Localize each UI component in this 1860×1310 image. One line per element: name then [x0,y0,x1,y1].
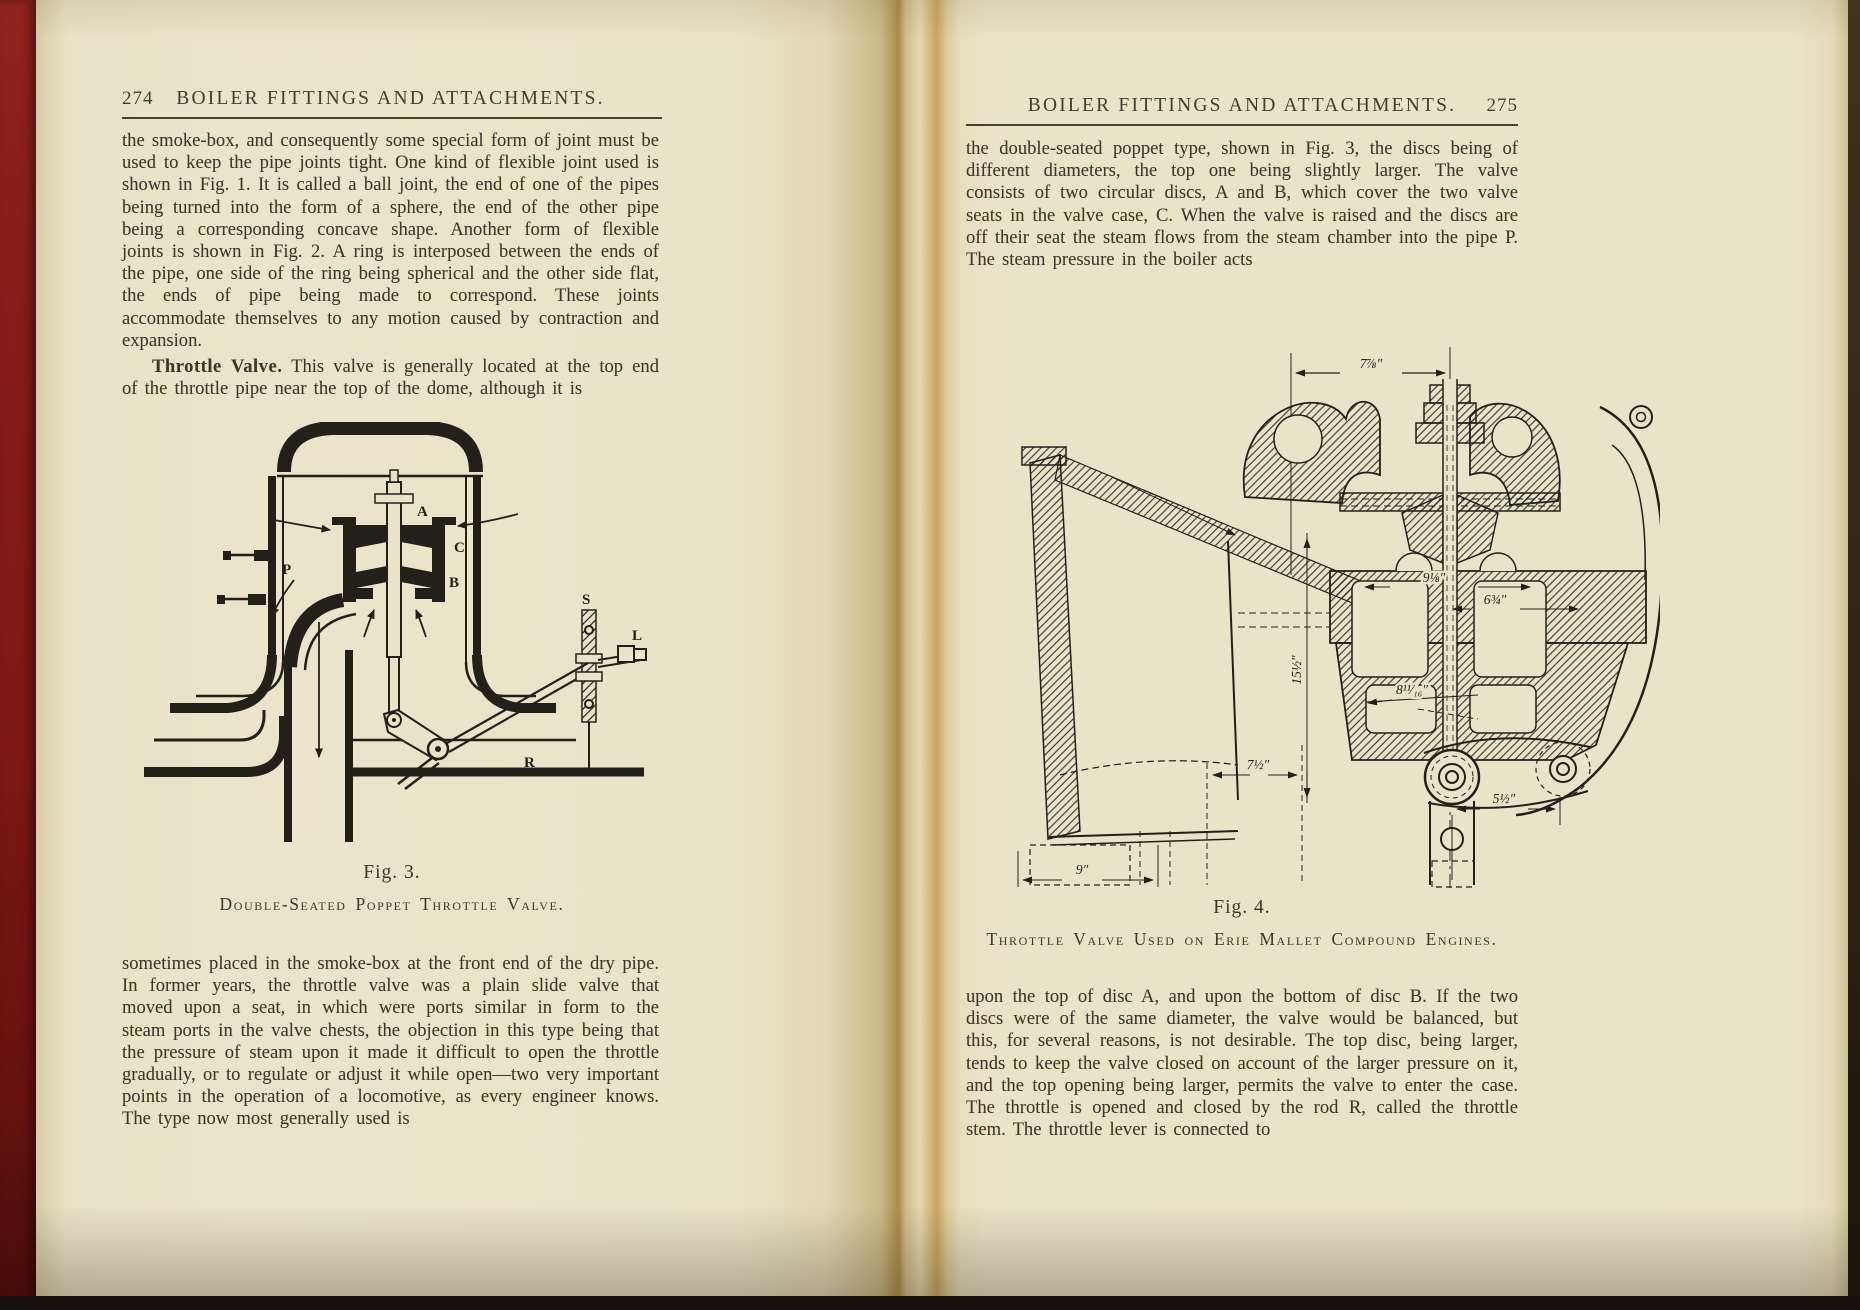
figure-4-title: Throttle Valve Used on Erie Mallet Compo… [986,929,1498,949]
left-page-number: 274 [122,88,154,109]
paragraph-text: This valve is generally located at the t… [122,356,659,400]
left-body-bottom: sometimes placed in the smoke-box at the… [122,953,659,1131]
right-page: BOILER FITTINGS AND ATTACHMENTS. 275 the… [930,0,1848,1296]
right-header-rule [966,124,1518,126]
fig4-dim-base-width: 9″ [1076,862,1089,877]
fig4-dim-case-width: 8¹¹⁄₁₆″ [1396,682,1428,697]
right-page-header: BOILER FITTINGS AND ATTACHMENTS. 275 [966,95,1518,117]
paragraph: sometimes placed in the smoke-box at the… [122,953,659,1130]
fig3-label-s: S [582,592,590,608]
figure-4-caption: Fig. 4. Throttle Valve Used on Erie Mall… [966,897,1518,950]
fig4-dim-lower-disc: 6¾″ [1484,592,1507,607]
fig4-dim-eye-spacing: 5½″ [1493,791,1516,806]
right-page-number: 275 [1486,95,1518,116]
right-body-bottom: upon the top of disc A, and upon the bot… [966,986,1518,1141]
fig3-label-p: P [282,562,291,578]
figure-4-illustration: 7⅞″ 9⅛″ 6¾″ 15½″ 8¹¹⁄₁₆″ 7½″ 5½″ 9″ [1000,345,1664,890]
book-cover-bottom-edge [0,1296,1860,1310]
figure-3-caption: Fig. 3. Double-Seated Poppet Throttle Va… [122,862,662,915]
figure-3-title: Double-Seated Poppet Throttle Valve. [219,894,565,914]
figure-3-number: Fig. 3. [363,862,421,883]
left-running-head: BOILER FITTINGS AND ATTACHMENTS. [176,88,605,109]
fig3-label-a: A [417,504,428,520]
book-cover-right-edge [1848,0,1860,1310]
left-body-top: the smoke-box, and consequently some spe… [122,130,659,400]
fig3-label-c: C [454,540,465,556]
right-running-head: BOILER FITTINGS AND ATTACHMENTS. [1027,95,1457,116]
fig3-label-b: B [449,575,459,591]
fig4-dim-top-width: 7⅞″ [1360,356,1383,371]
book-spread: 274 BOILER FITTINGS AND ATTACHMENTS. the… [36,0,1848,1296]
book-cover-left-edge [0,0,36,1310]
left-page-header: 274 BOILER FITTINGS AND ATTACHMENTS. [122,88,659,110]
fig4-dim-pipe-width: 7½″ [1247,757,1270,772]
figure-4-number: Fig. 4. [1213,897,1271,918]
fig4-dim-body-height: 15½″ [1289,655,1304,685]
paragraph: upon the top of disc A, and upon the bot… [966,986,1518,1141]
throttle-valve-heading: Throttle Valve. [152,356,283,378]
figure-3-illustration: A C B P R S L [136,421,653,857]
paragraph: the smoke-box, and consequently some spe… [122,130,659,351]
fig3-label-l: L [632,628,642,644]
fig4-dim-upper-disc: 9⅛″ [1423,570,1446,585]
left-page: 274 BOILER FITTINGS AND ATTACHMENTS. the… [36,0,826,1296]
right-body-top: the double-seated poppet type, shown in … [966,138,1518,271]
paragraph: Throttle Valve. This valve is generally … [122,356,659,400]
fig3-label-r: R [524,755,535,771]
left-header-rule [122,117,662,119]
paragraph: the double-seated poppet type, shown in … [966,138,1518,271]
